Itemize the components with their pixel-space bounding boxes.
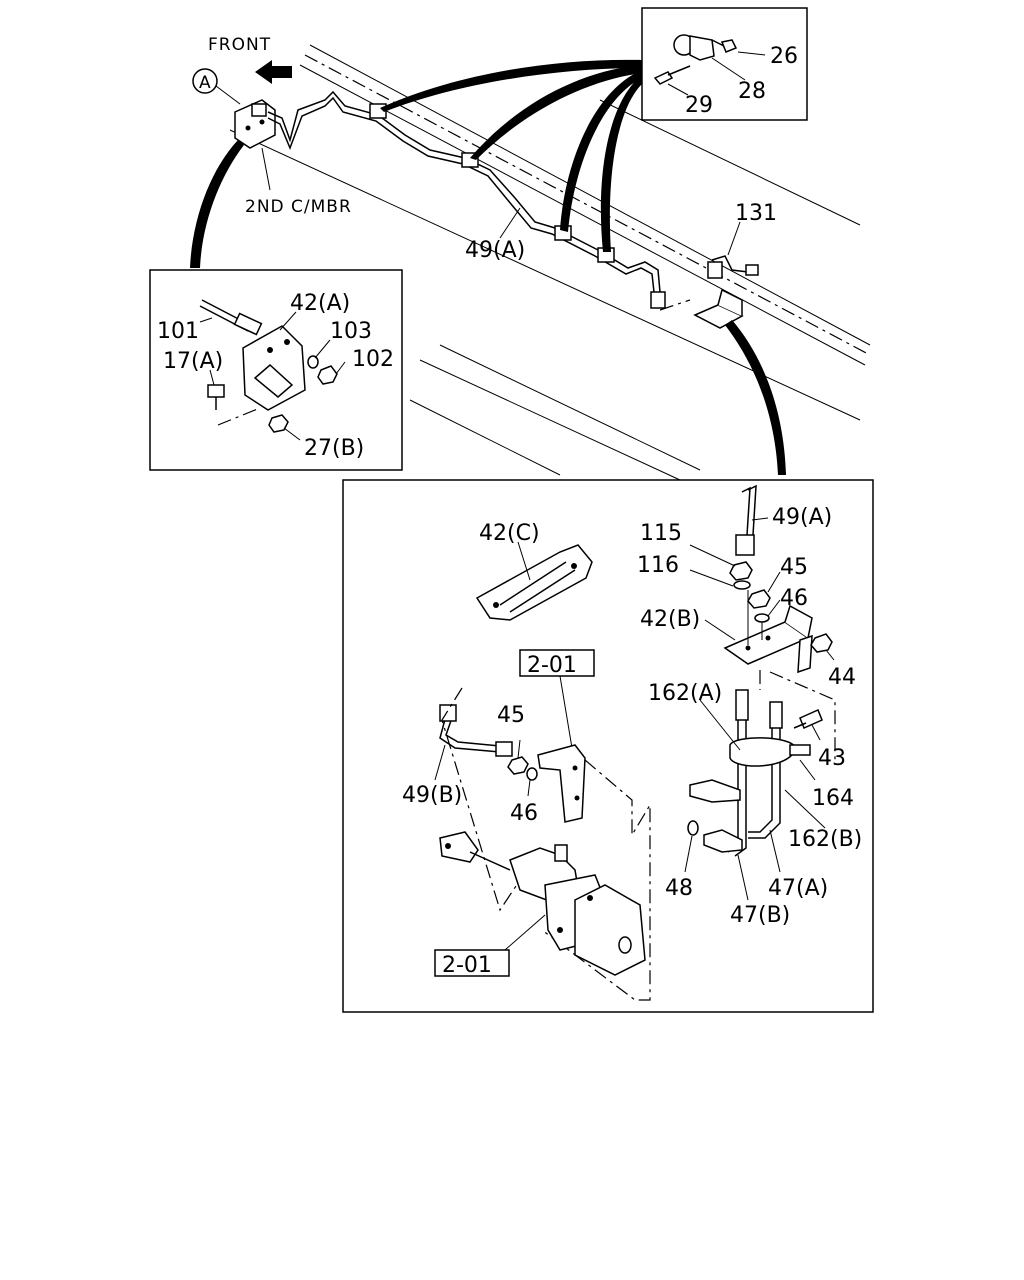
bracket-42b — [723, 604, 813, 674]
part-26: 26 — [770, 44, 798, 69]
part-42a: 42(A) — [290, 291, 350, 316]
part-102: 102 — [352, 347, 394, 372]
ref-box-top — [519, 649, 595, 677]
part-49a-top: 49(A) — [465, 238, 525, 263]
front-label: FRONT — [208, 35, 271, 55]
part-46-right: 46 — [780, 586, 808, 611]
marker-a-label: A — [199, 73, 212, 93]
part-27b: 27(B) — [304, 436, 364, 461]
part-131: 131 — [735, 201, 777, 226]
booster-motor — [439, 831, 646, 976]
crossmember-label: 2ND C/MBR — [245, 197, 352, 217]
part-43: 43 — [818, 746, 846, 771]
part-17a: 17(A) — [163, 349, 223, 374]
part-116: 116 — [637, 553, 679, 578]
crossmember-bracket — [234, 99, 276, 149]
leader-swooshes — [190, 59, 786, 475]
part-44: 44 — [828, 665, 856, 690]
bracket-42a-assembly — [199, 299, 338, 433]
pipe-clip-assembly — [653, 34, 738, 85]
rear-bracket — [693, 288, 744, 329]
part-28: 28 — [738, 79, 766, 104]
part-48: 48 — [665, 876, 693, 901]
marker-a-circle — [192, 68, 218, 94]
front-arrow-icon — [255, 60, 292, 84]
part-164: 164 — [812, 786, 854, 811]
part-45-right: 45 — [780, 555, 808, 580]
pipe-49b — [439, 704, 538, 781]
part-42c: 42(C) — [479, 521, 540, 546]
part-115: 115 — [640, 521, 682, 546]
part-46-left: 46 — [510, 801, 538, 826]
part-49a-detail: 49(A) — [772, 505, 832, 530]
nut-44 — [810, 633, 833, 653]
fittings-47 — [687, 779, 743, 853]
ref-box-bottom — [434, 949, 510, 977]
part-49b: 49(B) — [402, 783, 462, 808]
part-29: 29 — [685, 93, 713, 118]
part-47a: 47(A) — [768, 876, 828, 901]
bolt-43 — [793, 708, 823, 730]
pipe-131 — [707, 255, 759, 279]
ref-top: 2-01 — [527, 653, 577, 678]
ref-bottom: 2-01 — [442, 953, 492, 978]
bracket-42c — [475, 544, 593, 621]
valve-bracket — [537, 744, 586, 823]
part-42b: 42(B) — [640, 607, 700, 632]
washer-46-right — [754, 613, 770, 623]
part-101: 101 — [157, 319, 199, 344]
part-162b: 162(B) — [788, 827, 862, 852]
part-162a: 162(A) — [648, 681, 722, 706]
part-45-left: 45 — [497, 703, 525, 728]
part-103: 103 — [330, 319, 372, 344]
part-47b: 47(B) — [730, 903, 790, 928]
pipe-49a-end — [729, 484, 757, 590]
